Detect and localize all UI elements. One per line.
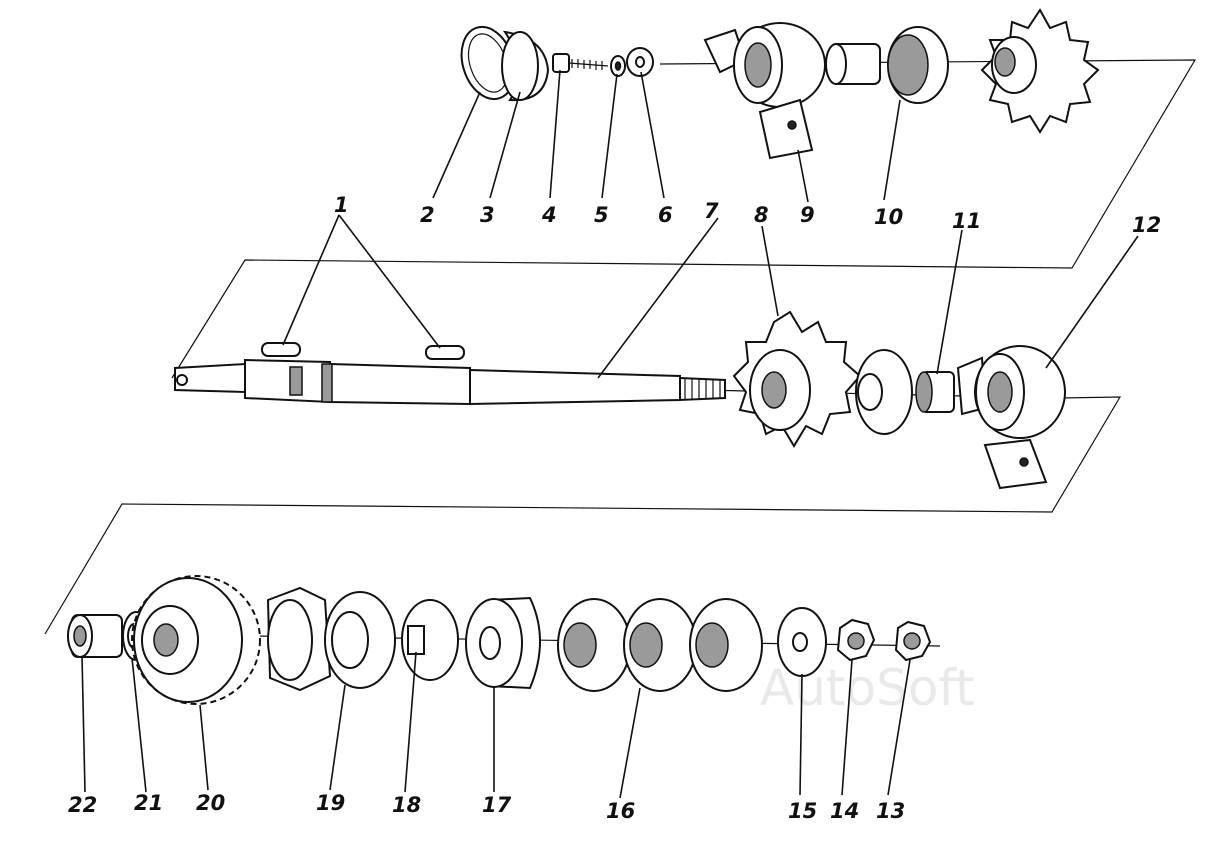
part-14-nut [836, 618, 876, 662]
label-19: 19 [316, 791, 345, 815]
label-11: 11 [952, 209, 981, 233]
part-8-sprocket [732, 310, 862, 448]
part-16-spring-discs [557, 598, 763, 692]
label-18: 18 [392, 793, 421, 817]
label-10: 10 [874, 205, 903, 229]
part-9-bearing-housing [703, 22, 826, 160]
part-17-cylinder [465, 596, 541, 690]
part-3-cup [501, 30, 550, 102]
part-18-hub [401, 599, 459, 681]
part-13-nut [894, 620, 932, 662]
label-15: 15 [788, 799, 817, 823]
label-22: 22 [68, 793, 97, 817]
part-10-ring [887, 26, 949, 104]
label-17: 17 [482, 793, 512, 817]
label-21: 21 [134, 791, 163, 815]
part-15-washer [777, 607, 827, 677]
part-6-washer [626, 47, 654, 77]
part-labels: 1 2 3 4 5 6 7 8 9 10 11 12 13 14 15 16 1… [68, 193, 1161, 823]
part-2-snap-ring [460, 25, 516, 101]
label-16: 16 [606, 799, 635, 823]
part-11-bushing [915, 371, 955, 413]
label-8: 8 [754, 203, 769, 227]
part-ring-middle [855, 349, 913, 435]
label-14: 14 [830, 799, 859, 823]
label-13: 13 [876, 799, 905, 823]
part-19-clutch [266, 586, 396, 692]
part-bushing-top [825, 43, 881, 85]
part-1-keys [261, 342, 465, 360]
label-9: 9 [800, 203, 815, 227]
label-5: 5 [594, 203, 609, 227]
part-22-bushing [67, 614, 123, 658]
part-5-washer [610, 55, 626, 77]
label-12: 12 [1132, 213, 1161, 237]
label-7: 7 [704, 199, 719, 223]
part-12-bearing-housing [956, 345, 1066, 490]
label-1: 1 [334, 193, 349, 217]
leader-lines [81, 69, 1139, 799]
label-4: 4 [541, 203, 557, 227]
label-6: 6 [658, 203, 673, 227]
part-4-bolt [552, 53, 609, 73]
part-sprocket-top [980, 8, 1100, 134]
label-3: 3 [480, 203, 495, 227]
label-20: 20 [196, 791, 225, 815]
part-20-sprocket [131, 575, 261, 705]
part-7-shaft [174, 358, 726, 406]
label-2: 2 [420, 203, 435, 227]
